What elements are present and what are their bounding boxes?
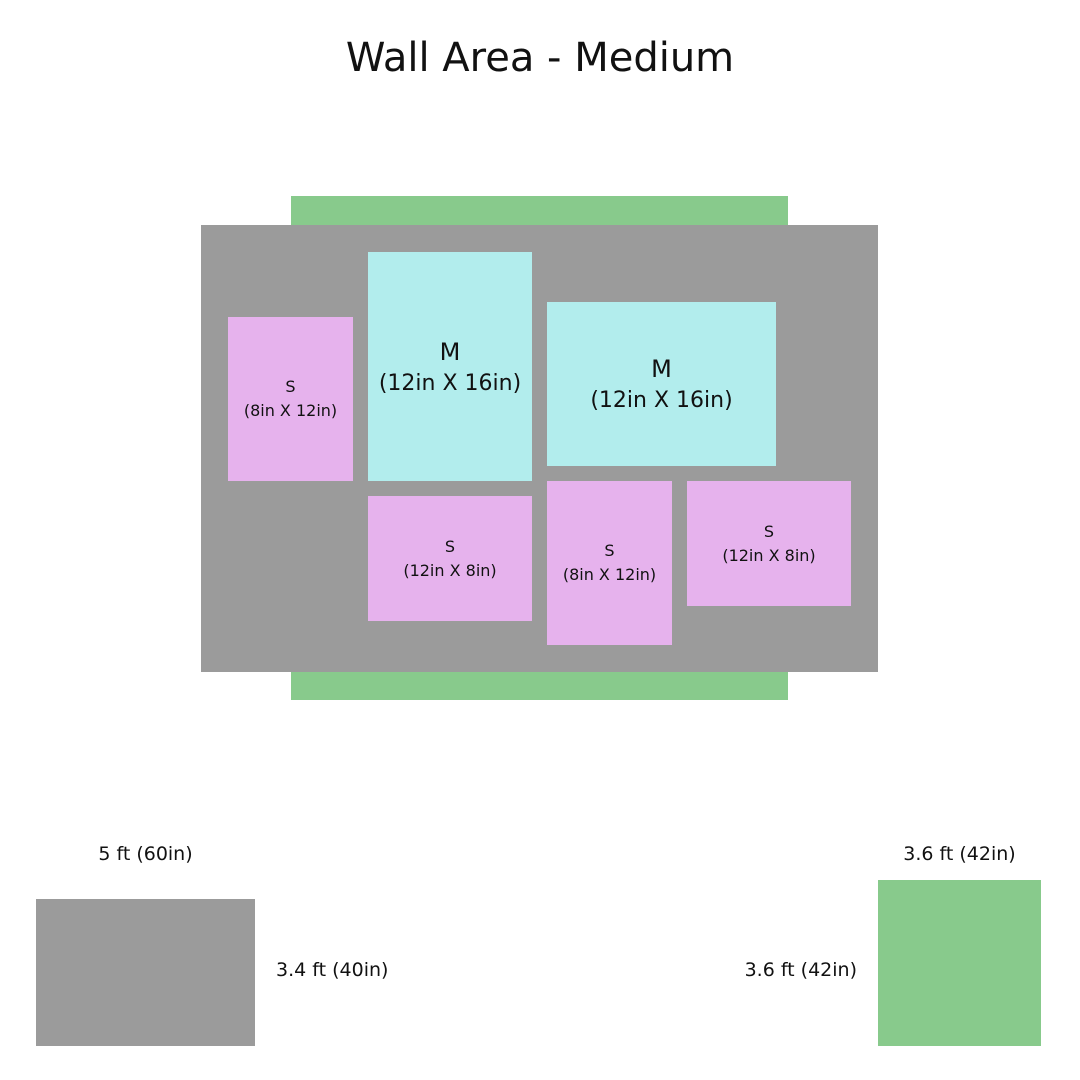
- frame-small-1: S (8in X 12in): [228, 317, 353, 481]
- frame-size: S: [285, 377, 296, 396]
- page-title: Wall Area - Medium: [345, 35, 735, 81]
- furniture-bottom: [291, 668, 788, 700]
- furniture-swatch: [878, 880, 1041, 1046]
- frame-small-3: S (8in X 12in): [547, 481, 672, 645]
- wall-height-label: 3.4 ft (40in): [276, 959, 389, 981]
- frame-small-4: S (12in X 8in): [687, 481, 851, 606]
- frame-size: S: [604, 541, 615, 560]
- frame-size: S: [763, 521, 775, 541]
- furniture-top: [291, 196, 788, 228]
- frame-dimensions: (12in X 16in): [378, 370, 522, 396]
- frame-dimensions: (8in X 12in): [243, 401, 338, 420]
- frame-size: M: [439, 337, 461, 366]
- frame-small-2: S (12in X 8in): [368, 496, 532, 621]
- frame-size: S: [444, 536, 456, 556]
- frame-dimensions: (12in X 8in): [403, 560, 497, 580]
- wall-area: S (8in X 12in) M (12in X 16in) M (12in X…: [201, 225, 878, 672]
- frame-medium-2: M (12in X 16in): [547, 302, 776, 466]
- frame-medium-1: M (12in X 16in): [368, 252, 532, 481]
- frame-dimensions: (12in X 16in): [590, 388, 733, 413]
- wall-width-label: 5 ft (60in): [98, 843, 193, 865]
- frame-dimensions: (8in X 12in): [562, 565, 657, 584]
- frame-size: M: [651, 355, 672, 383]
- furniture-height-label: 3.6 ft (42in): [744, 959, 857, 981]
- wall-swatch: [36, 899, 255, 1046]
- furniture-width-label: 3.6 ft (42in): [903, 843, 1016, 865]
- frame-dimensions: (12in X 8in): [722, 545, 816, 565]
